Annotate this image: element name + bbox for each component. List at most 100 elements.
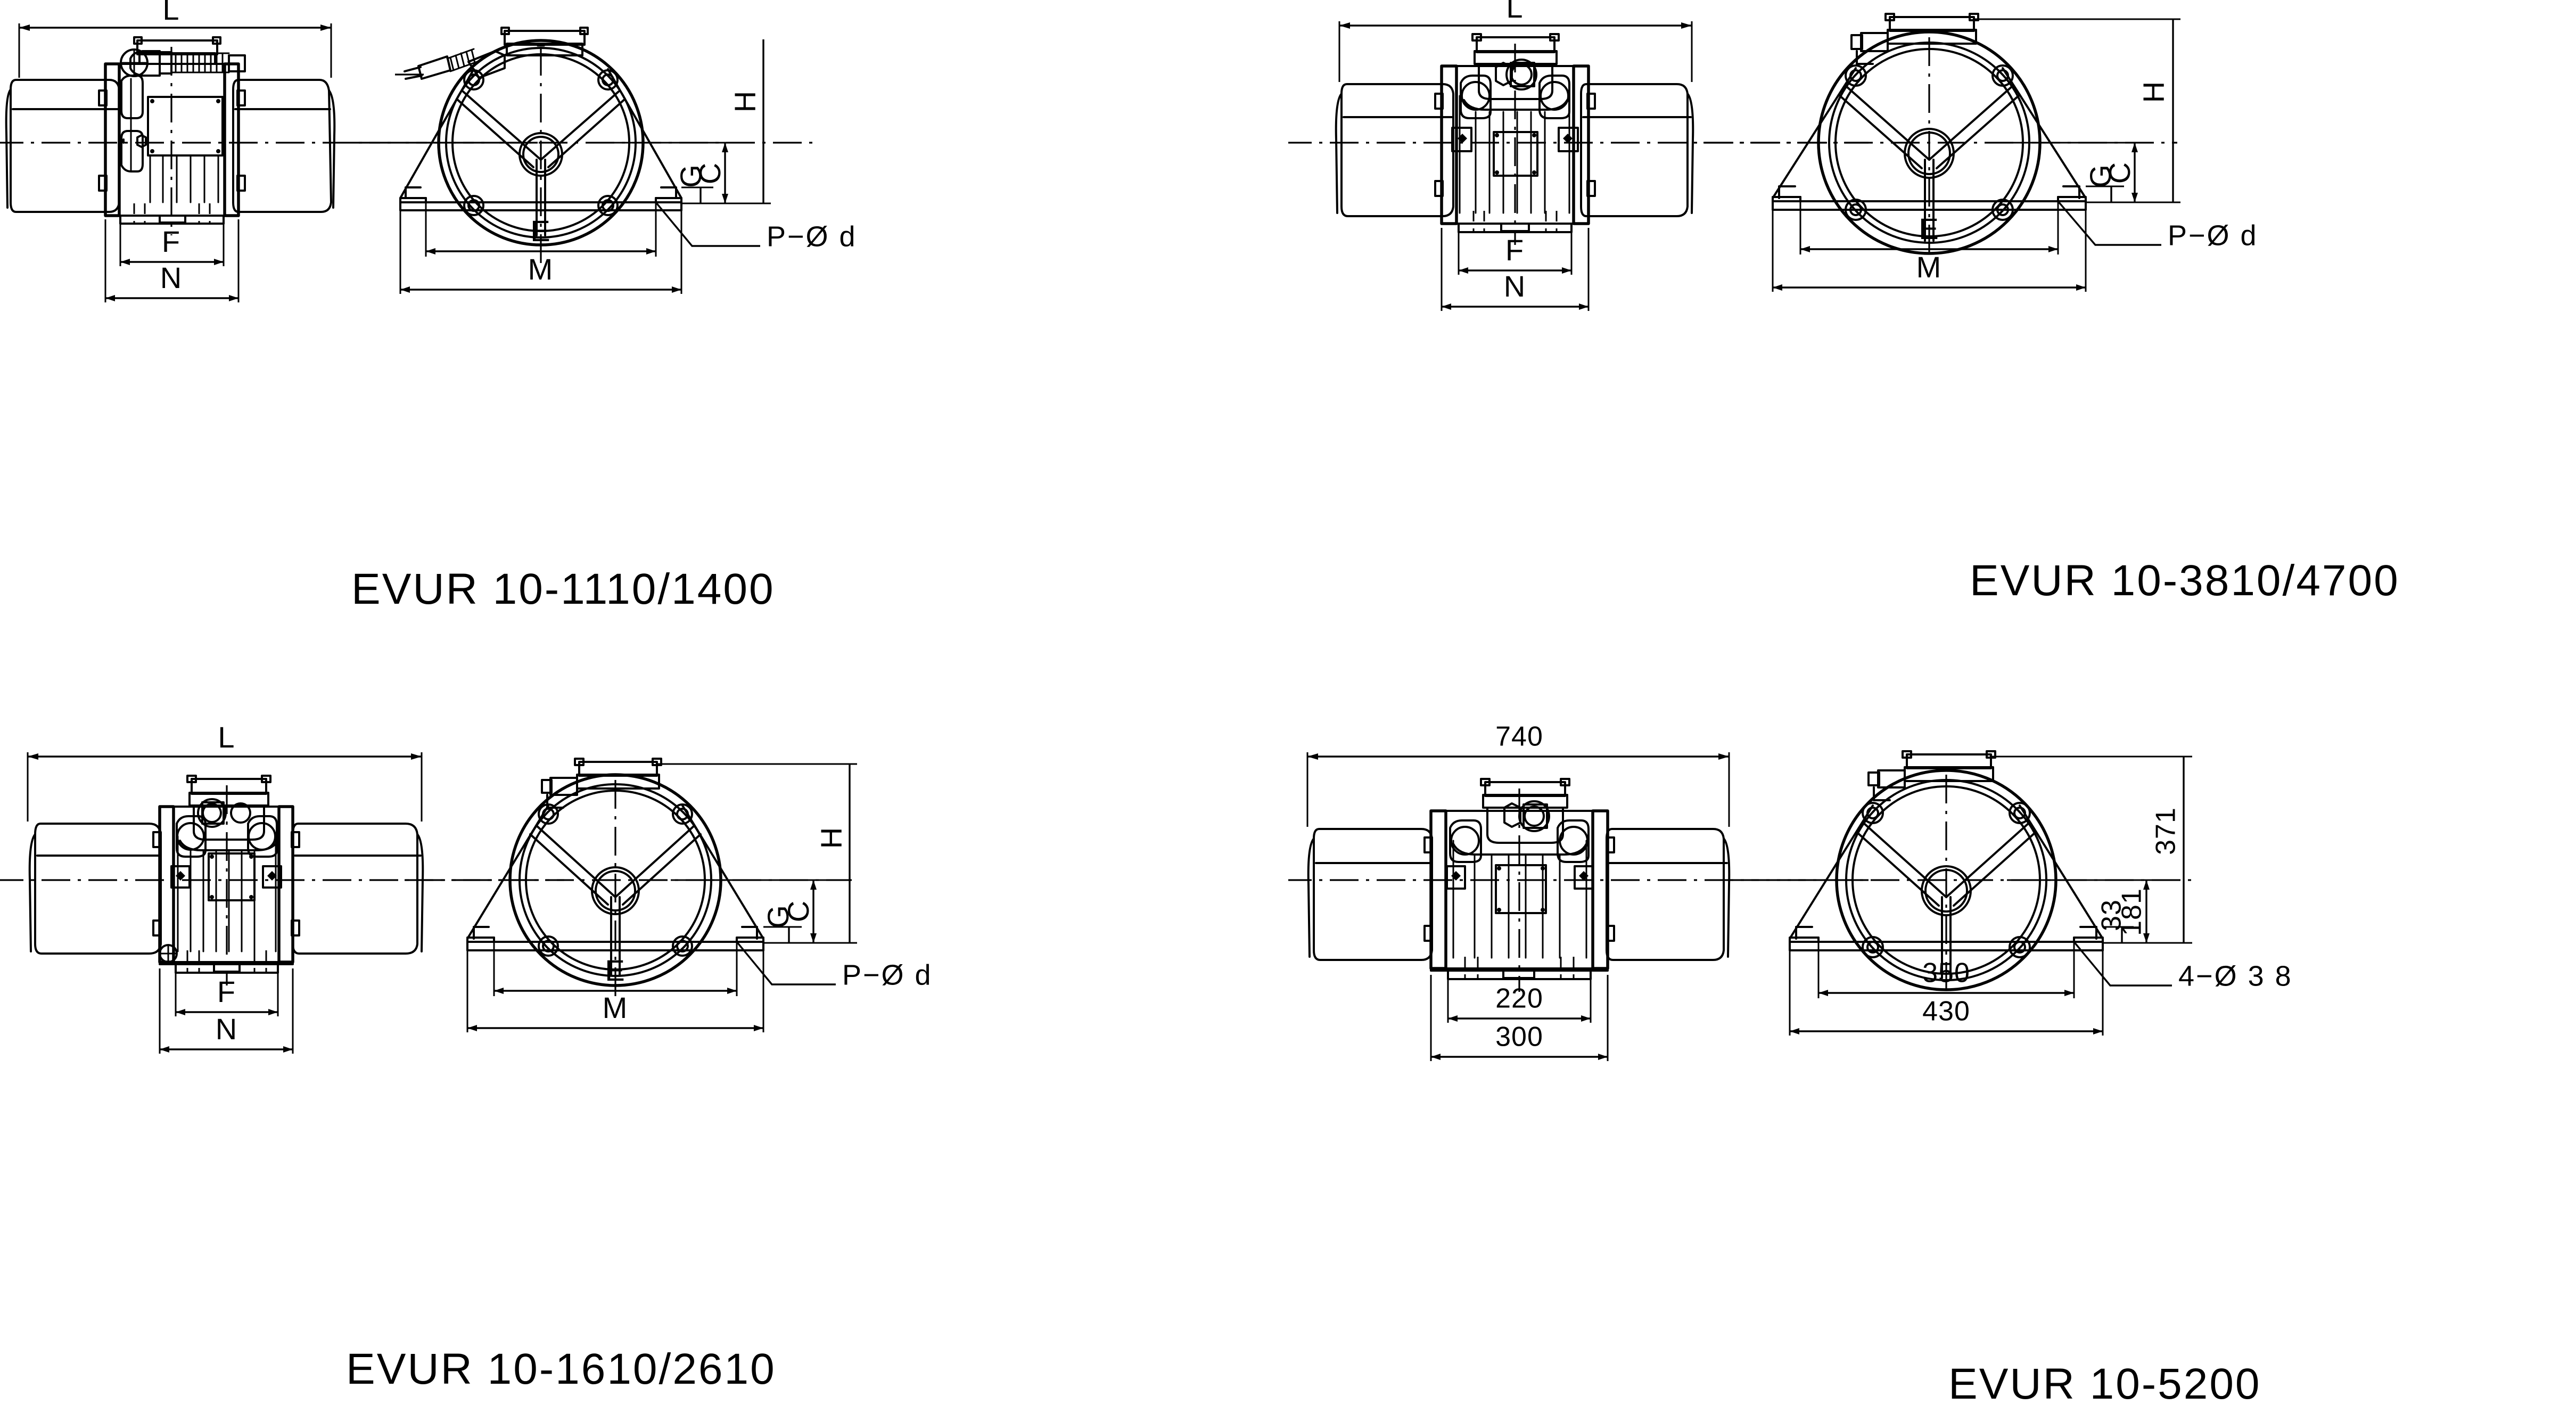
dim-label-N: N: [160, 261, 183, 294]
nameplate-screw-tr: [1532, 133, 1536, 137]
cooling-fins: [130, 78, 224, 203]
arrow-F-right: [214, 259, 224, 265]
gland-circle-inner: [1524, 806, 1545, 827]
end-cover-left: [10, 79, 120, 213]
arrow-N-left: [1442, 303, 1451, 310]
arrow-E-left: [1800, 246, 1810, 252]
mount-bosses: [1845, 64, 2014, 221]
dim-value-181: 181: [2117, 888, 2147, 936]
cover-taper-right: [1686, 93, 1694, 214]
dim-label-F: F: [1505, 233, 1525, 267]
gland-circle-outer: [1505, 59, 1537, 91]
arrow-220-right: [1581, 1015, 1591, 1022]
hex-marker-left: [1458, 134, 1467, 143]
hub-circle-inner: [1907, 132, 1951, 175]
arrow-M-left: [400, 286, 410, 293]
pedestal-corner-left: [1795, 926, 1813, 940]
gland-bracket: [1873, 786, 1891, 801]
nameplate-screw-tl: [1497, 866, 1501, 870]
dim-label-H: H: [814, 826, 848, 849]
pedestal-outline: [1772, 67, 2087, 211]
end-terminal-tab-right: [652, 758, 662, 766]
cooling-fins: [1459, 95, 1570, 214]
arrow-350-right: [2064, 990, 2074, 996]
end-cover-left: [34, 823, 162, 955]
arrow-181-bottom: [2143, 933, 2150, 943]
terminal-box-skirt: [193, 804, 265, 841]
pedestal-corner-right: [660, 186, 677, 199]
terminal-box-skirt: [1486, 807, 1564, 844]
arrow-L-right: [1681, 22, 1692, 29]
dim-value-300: 300: [1495, 1022, 1543, 1053]
dim-label-N: N: [216, 1012, 238, 1046]
nameplate-screw-tl: [150, 99, 154, 103]
arrow-E-left: [494, 988, 504, 994]
arrow-F-left: [1459, 267, 1468, 274]
hub-circle-outer: [519, 132, 563, 177]
nameplate: [147, 96, 224, 157]
dim-label-C: C: [2103, 161, 2136, 184]
weight-cover-left: [1460, 75, 1492, 119]
gland-bracket: [1856, 50, 1874, 65]
bolt-pocket-right: [262, 865, 282, 889]
dim-label-H: H: [728, 90, 762, 112]
foot-hidden-holes: [133, 203, 211, 224]
end-cover-left: [1313, 828, 1433, 961]
foot-hidden-holes: [186, 950, 267, 973]
end-view-bl: E M G C: [405, 758, 931, 1032]
housing-lug-right-lower: [1586, 180, 1596, 197]
arrow-E-right: [2048, 246, 2058, 252]
leader-hole-note: [2057, 200, 2161, 246]
end-terminal-tab-left: [574, 758, 585, 766]
nameplate-screw-br: [1541, 908, 1545, 912]
end-terminal-tab-left: [1902, 750, 1912, 759]
housing-flange-left: [104, 62, 121, 217]
gland-stub-end: [541, 779, 553, 794]
dim-label-M: M: [603, 991, 629, 1024]
drawing-top-right: L F N: [1288, 0, 2258, 311]
boss-circle-left: [1461, 81, 1491, 111]
dim-value-371: 371: [2151, 807, 2182, 855]
nameplate: [208, 852, 256, 901]
cover-taper-left: [1307, 837, 1315, 958]
nameplate: [1495, 864, 1547, 914]
end-terminal-tab-right: [1986, 750, 1996, 759]
arrow-L-right: [411, 753, 422, 760]
dim-label-E: E: [1919, 212, 1939, 245]
arrow-M-left: [1773, 284, 1782, 291]
bolt-pocket-right: [1558, 127, 1579, 152]
hub-circle-outer: [1921, 865, 1972, 916]
nameplate-screw-tl: [210, 855, 214, 859]
housing-lug-right-upper: [236, 89, 246, 106]
arrow-M-right: [2076, 284, 2086, 291]
pedestal-corner-right: [2079, 926, 2097, 940]
hex-marker-right: [1563, 134, 1573, 143]
side-view-tr: L F N: [1288, 0, 1869, 311]
housing-lug-right-upper: [1606, 836, 1615, 853]
note-hole-diameter: P−Ø d: [2168, 219, 2258, 251]
weight-cover-left-lower: [120, 130, 144, 173]
nameplate-screw-bl: [150, 149, 154, 153]
nameplate-screw-br: [249, 895, 253, 899]
dim-label-N: N: [1504, 269, 1526, 303]
cover-taper-right: [328, 89, 336, 209]
pedestal-outline: [466, 804, 764, 951]
arrow-M-right: [672, 286, 681, 293]
weight-cover-left: [120, 75, 144, 119]
end-view-tr: E M G C: [1703, 13, 2258, 292]
housing-lug-left-upper: [152, 831, 162, 848]
model-label-top-right: EVUR 10-3810/4700: [1970, 556, 2400, 605]
hex-bolt-head: [136, 134, 147, 148]
nameplate-screw-bl: [1495, 170, 1499, 175]
arrow-350-left: [1818, 990, 1828, 996]
cooling-fins: [1452, 840, 1587, 959]
drawing-bottom-right: 740 220 300: [1288, 721, 2291, 1061]
housing-lug-left-lower: [1434, 180, 1444, 197]
housing-lug-left-upper: [1434, 93, 1444, 110]
hub-circle-inner: [522, 136, 559, 173]
foot-plate: [1441, 209, 1590, 225]
boss-circle-left: [1450, 826, 1480, 856]
hub-circle-inner: [595, 870, 636, 911]
cover-taper-right: [416, 833, 424, 952]
nameplate-screw-bl: [210, 895, 214, 899]
